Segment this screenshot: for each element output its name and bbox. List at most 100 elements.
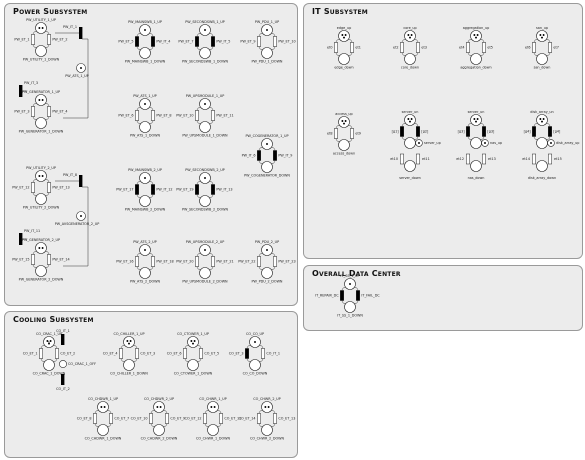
down-place [261, 47, 273, 59]
token [38, 99, 41, 101]
up-place-label: san_up [536, 26, 548, 30]
arc [414, 52, 419, 57]
down-place-label: CO_CRAC_1_DOWN [33, 372, 66, 376]
transition-right-label: PW_IT_9 [278, 154, 292, 158]
immediate-label: CO_IT_2 [56, 387, 70, 391]
transition-right-label: CO_ET_2 [60, 352, 75, 356]
transition-left [195, 36, 199, 47]
down-place [536, 137, 548, 149]
transition-left-label: [g4] [524, 130, 532, 134]
arc [32, 250, 37, 255]
transition-left-label: et4 [459, 46, 465, 50]
transition-left [257, 413, 261, 424]
arc [94, 423, 99, 428]
token [159, 406, 162, 408]
transition-right [273, 413, 277, 424]
arc [209, 106, 214, 111]
transition-left [31, 182, 35, 193]
up-place-label: CO_CHDWR_1_UP [88, 397, 118, 401]
arc [196, 46, 201, 51]
token [266, 249, 268, 251]
arc [136, 32, 141, 37]
down-place [404, 160, 416, 172]
token [410, 118, 413, 120]
token [48, 342, 50, 345]
down-place-label: san_down [534, 66, 551, 70]
transition-right-label: PW_IT_12 [156, 188, 172, 192]
arc [149, 194, 154, 199]
transition-right [47, 254, 51, 265]
arc [53, 358, 58, 363]
arc [414, 38, 419, 43]
down-place-label: PW_PDU_1_DOWN [252, 60, 283, 64]
transition-left-label: [g3] [458, 130, 466, 134]
down-place-label: PW_UTILITY_2_DOWN [23, 206, 60, 210]
token [128, 342, 130, 345]
transition-right [55, 348, 59, 359]
down-place-label: PW_MAINSWB_1_DOWN [125, 60, 166, 64]
transition-right-label: et9 [355, 132, 361, 136]
token [407, 118, 410, 120]
arc [196, 252, 201, 257]
token [407, 34, 410, 36]
transition-right [261, 348, 265, 359]
arc [246, 344, 251, 349]
down-place [199, 121, 211, 133]
down-place-label: IT_SS_1_DOWN [337, 314, 363, 318]
up-place [404, 114, 416, 126]
arc [467, 136, 472, 141]
arc [53, 344, 58, 349]
arc [136, 194, 141, 199]
arc [480, 52, 485, 57]
transition-right-label: PW_ET_18 [156, 260, 173, 264]
transition-left-label: IT_REPAIR_DC [315, 294, 339, 298]
transition-left-label: et2 [393, 46, 399, 50]
down-place [123, 359, 135, 371]
immediate-label: PW_IT_1 [63, 25, 77, 29]
up-place-label: PW_MAINSWB_2_UP [128, 168, 162, 172]
transition-right [135, 348, 139, 359]
arc [209, 120, 214, 125]
up-place [470, 114, 482, 126]
arc [149, 266, 154, 271]
transition-left [203, 413, 207, 424]
transition-left-label: PW_ET_9 [240, 40, 255, 44]
up-place-label: PW_SECONDSWB_1_UP [185, 20, 224, 24]
transition-left [93, 413, 97, 424]
down-place [139, 195, 151, 207]
transition-right [211, 36, 215, 47]
token [210, 406, 213, 408]
token [41, 175, 44, 177]
token [38, 27, 41, 29]
down-place [187, 359, 199, 371]
token [204, 249, 206, 251]
arc [258, 252, 263, 257]
transition-left-label: PW_ET_16 [116, 260, 133, 264]
transition-right-label: PW_IT_13 [216, 188, 232, 192]
arc [335, 124, 340, 129]
up-place [187, 336, 199, 348]
transition-left [135, 184, 139, 195]
transition-right [211, 256, 215, 267]
transition-right [199, 348, 203, 359]
arc [136, 106, 141, 111]
down-place [344, 301, 356, 313]
mid-place-label: disk_array_up [556, 141, 579, 145]
arc [467, 52, 472, 57]
token [349, 283, 351, 285]
transition-right-label: et1 [355, 46, 361, 50]
up-place-label: server_un [402, 110, 419, 114]
up-place [35, 94, 47, 106]
transition-right [165, 413, 169, 424]
arc [196, 120, 201, 125]
down-place-label: nas_down [468, 176, 485, 180]
token [542, 118, 545, 120]
down-place-label: PW_ATS_2_DOWN [130, 280, 161, 284]
up-place-label: aggregation_up [463, 26, 490, 30]
transition-immediate [19, 85, 23, 97]
transition-right-label: PW_ET_2 [52, 38, 67, 42]
arc [94, 409, 99, 414]
arc [136, 180, 141, 185]
transition-left-label: CO_ET_6 [167, 352, 182, 356]
token [204, 177, 206, 179]
